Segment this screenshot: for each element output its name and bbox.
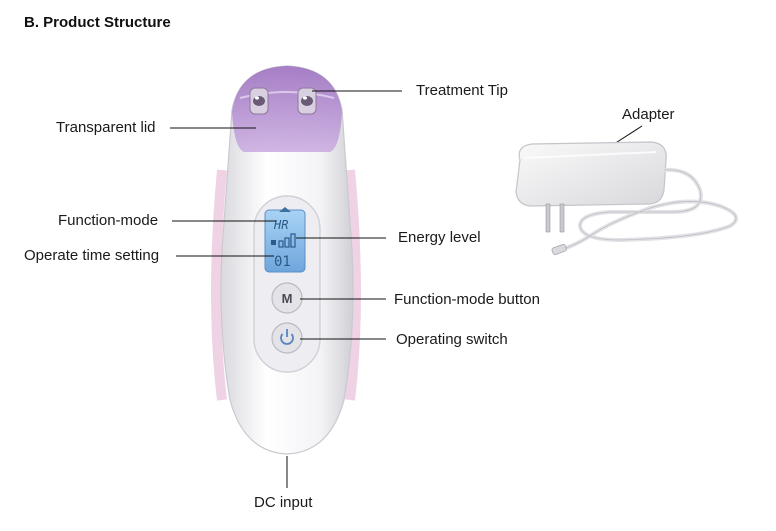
adapter-prong-2 [559,203,565,233]
adapter [515,141,739,255]
label-operating-switch: Operating switch [396,331,508,348]
page-title: B. Product Structure [24,14,171,31]
label-energy-level: Energy level [398,229,481,246]
function-mode-button[interactable]: M [271,282,303,314]
power-icon [280,333,294,345]
treatment-tip-left [249,87,269,115]
treatment-tip-right [297,87,317,115]
pink-edge-left [211,169,227,401]
adapter-plug [551,243,567,255]
label-dc-input: DC input [254,494,313,511]
adapter-prong-1 [545,203,551,233]
label-function-mode: Function-mode [58,212,159,229]
lcd-energy-bars [278,233,296,248]
transparent-lid [232,66,342,152]
label-operate-time-setting: Operate time setting [24,247,160,264]
operating-switch[interactable] [271,322,303,354]
pink-edge-right [345,169,361,401]
leader-adapter [613,125,643,145]
mode-button-label: M [282,291,293,306]
label-function-mode-button: Function-mode button [394,291,540,308]
label-adapter: Adapter [622,106,675,123]
lcd-mode-text: HR [273,218,288,232]
label-treatment-tip: Treatment Tip [416,82,508,99]
lcd-time-text: 01 [274,254,291,270]
label-transparent-lid: Transparent lid [56,119,156,136]
